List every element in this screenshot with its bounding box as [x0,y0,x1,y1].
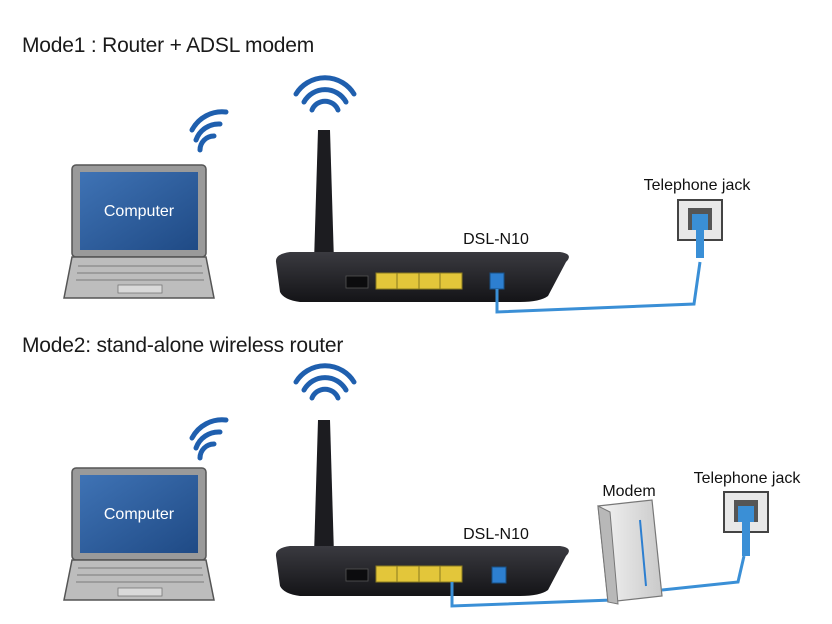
antenna-icon [314,420,334,555]
telephone-jack-label: Telephone jack [644,177,752,194]
computer-label: Computer [104,506,175,523]
phone-cable [661,555,746,592]
antenna-icon [314,130,334,262]
phone-cable [495,261,702,314]
router-label: DSL-N10 [463,231,529,248]
wifi-icon [293,75,357,113]
computer-label: Computer [104,203,175,220]
laptop-icon [63,164,215,299]
modem-label: Modem [602,483,655,500]
wifi-icon [189,109,229,153]
wifi-icon [189,417,229,461]
laptop-icon [63,467,215,601]
router-icon [275,252,569,302]
wifi-icon [293,363,357,401]
telephone-jack-icon [677,199,723,258]
mode1-title: Mode1 : Router + ADSL modem [22,34,315,57]
telephone-jack-label: Telephone jack [694,470,802,487]
telephone-jack-icon [723,491,769,556]
mode2-title: Mode2: stand-alone wireless router [22,334,344,357]
router-icon [275,546,569,596]
modem-icon [597,499,663,605]
router-label: DSL-N10 [463,526,529,543]
